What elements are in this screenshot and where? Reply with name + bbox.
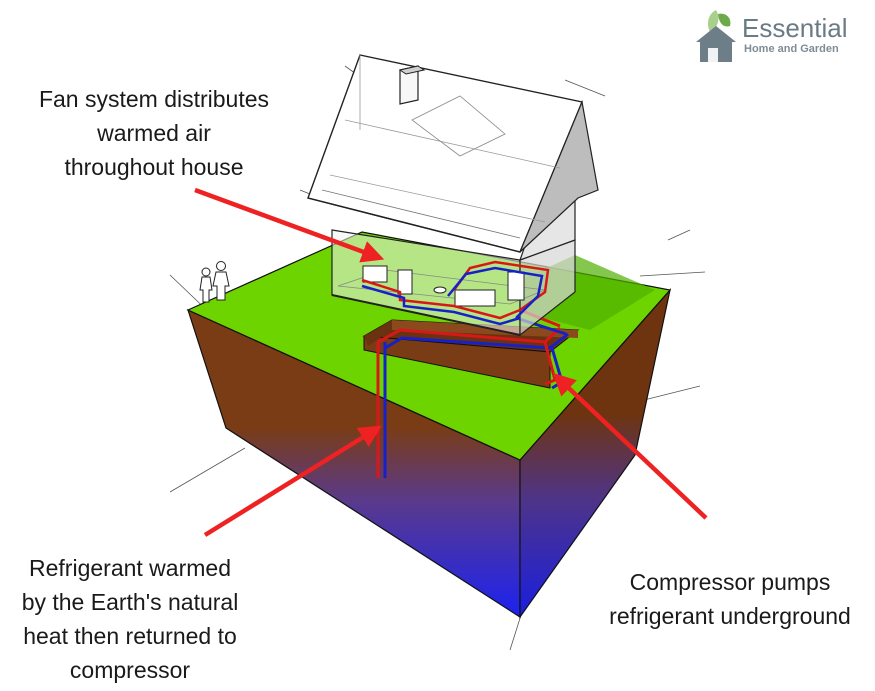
arrow-refrigerant	[203, 425, 382, 537]
caption-line: warmed air	[97, 120, 211, 146]
caption-line: Refrigerant warmed	[29, 555, 231, 581]
people-figures	[199, 261, 230, 303]
house	[307, 54, 599, 337]
caption-line: heat then returned to	[23, 623, 237, 649]
caption-line: compressor	[69, 657, 191, 683]
radiator	[397, 269, 413, 295]
caption-refrigerant: Refrigerant warmed by the Earth's natura…	[0, 551, 260, 687]
compressor-unit	[433, 286, 447, 294]
caption-line: Compressor pumps	[629, 569, 831, 595]
logo-subtitle: Home and Garden	[744, 43, 839, 55]
radiator	[454, 289, 496, 307]
brand-logo: Essential Home and Garden	[694, 6, 869, 66]
arrow-compressor	[552, 372, 708, 520]
arrow-fan	[194, 187, 385, 263]
logo-title: Essential	[742, 13, 848, 43]
caption-line: throughout house	[64, 154, 244, 180]
radiator	[362, 265, 388, 283]
radiator	[507, 271, 525, 301]
caption-fan-system: Fan system distributes warmed air throug…	[8, 82, 300, 184]
annotation-arrows	[194, 187, 708, 537]
caption-line: Fan system distributes	[38, 86, 270, 112]
caption-line: refrigerant underground	[609, 603, 851, 629]
caption-line: by the Earth's natural	[21, 589, 239, 615]
house-leaf-icon	[696, 10, 736, 62]
caption-compressor: Compressor pumps refrigerant underground	[588, 565, 872, 633]
